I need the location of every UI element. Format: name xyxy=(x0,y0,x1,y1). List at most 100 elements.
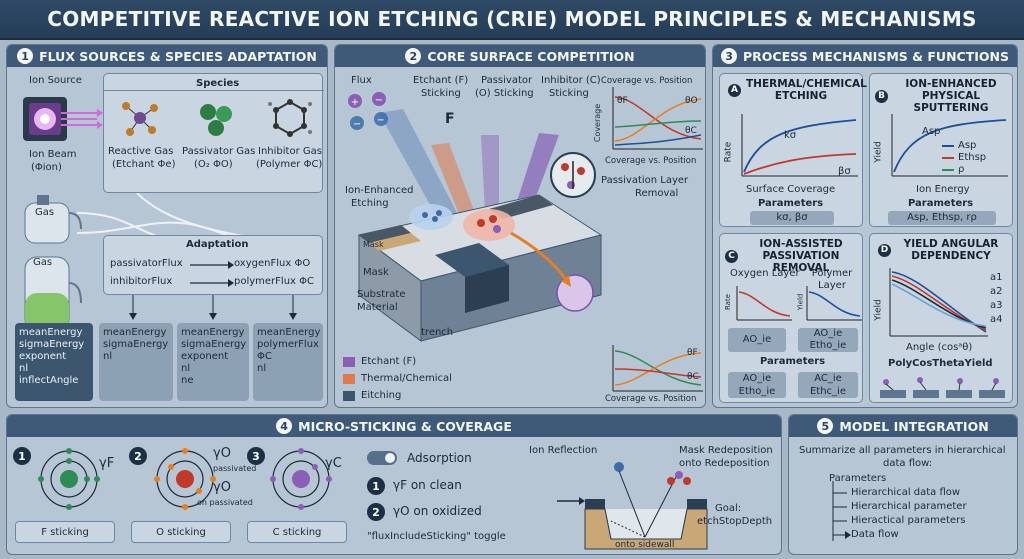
mechanism-b-legend-1: Asp xyxy=(958,140,977,151)
gas-cylinder-icon-1 xyxy=(24,195,82,244)
species-inhibitor-line2: (Polymer ΦC) xyxy=(256,159,323,170)
atom-1-caption-text: F sticking xyxy=(41,527,89,538)
summary-l1: Summarize all parameters in hierarchical xyxy=(799,445,1006,456)
mechanism-a-params: kσ, βσ xyxy=(750,211,834,225)
tree-root: Parameters xyxy=(829,473,887,484)
coverage-top-theta-o: θO xyxy=(685,96,698,106)
param-inhibitor-2: ΦC xyxy=(257,351,272,362)
atom-3-number: 3 xyxy=(247,447,265,465)
goal-l2: etchStopDepth xyxy=(697,516,773,527)
mechanism-d-legend-4: a4 xyxy=(990,314,1003,325)
mechanism-b-legend-line-3 xyxy=(942,169,954,171)
flux-particles-icon: + − − − xyxy=(348,92,388,130)
atom-3-caption: C sticking xyxy=(247,521,347,543)
mechanism-a: A THERMAL/CHEMICAL ETCHING Rate kσ βσ Su… xyxy=(719,73,867,227)
coverage-chart-top-plot xyxy=(612,87,703,150)
species-passivator-line1: Passivator Gas xyxy=(182,146,256,157)
param-passivator-2: exponent xyxy=(181,351,229,362)
goal-l1: Goal: xyxy=(715,503,742,514)
mechanism-a-plot xyxy=(741,114,858,177)
atom-1-gamma: γF xyxy=(99,456,115,471)
mechanism-d-legend-1: a1 xyxy=(990,272,1003,283)
adaptation-heading: Adaptation xyxy=(186,239,249,250)
mechanism-c-title-text: ION-ASSISTED PASSIVATION REMOVAL xyxy=(759,238,843,274)
species-reactive-line1: Reactive Gas xyxy=(108,146,174,157)
legend-eitching: Eitching xyxy=(361,390,402,401)
inhibitor-sticking-l1: Inhibitor (C) xyxy=(541,75,601,86)
coverage-chart-bottom-plot xyxy=(612,345,703,392)
adapt-from-2: inhibitorFlux xyxy=(110,276,173,287)
mask-label: Mask xyxy=(363,267,389,278)
param-set-ion: meanEnergy sigmaEnergy exponent nl infle… xyxy=(15,323,93,401)
adaptation-box: Adaptation passivatorFlux oxygenFlux ΦO … xyxy=(103,235,323,295)
mask-redep-l2: onto Redeposition xyxy=(679,458,770,469)
mechanism-a-curve2: βσ xyxy=(838,166,851,177)
tree-item-4: Data flow xyxy=(851,529,899,540)
panel-1-header: 1 FLUX SOURCES & SPECIES ADAPTATION xyxy=(7,45,327,67)
param-passivator-4: ne xyxy=(181,375,194,386)
panel-3-number: 3 xyxy=(721,48,738,64)
rule-1-number: 1 xyxy=(367,477,385,495)
param-set-etchant: meanEnergy sigmaEnergy nl xyxy=(99,323,173,401)
tree-item-2: Hierarchical parameter xyxy=(851,501,967,512)
legend-thermal: Thermal/Chemical xyxy=(361,373,452,384)
coverage-chart-top-xlabel: Coverage vs. Position xyxy=(605,156,697,166)
mechanism-c-p2: AO_ie Etho_ie xyxy=(798,328,858,352)
mechanism-a-title-text: THERMAL/CHEMICAL ETCHING xyxy=(746,78,867,102)
svg-text:−: − xyxy=(377,115,385,126)
mechanism-c-plot-1 xyxy=(736,286,792,321)
param-ion-2: exponent xyxy=(19,351,67,362)
etch-scene-diagram xyxy=(357,109,603,342)
legend-swatch-thermal xyxy=(343,374,355,384)
mechanism-d-title-text: YIELD ANGULAR DEPENDENCY xyxy=(903,238,999,262)
species-box: Species Reactive Gas (Etchant Φe) Passiv… xyxy=(103,73,324,193)
param-etchant-0: meanEnergy xyxy=(103,327,167,338)
mechanism-d-surfaces-icon xyxy=(880,377,1005,398)
trench-label: trench xyxy=(421,327,454,338)
passivator-sticking-l1: Passivator xyxy=(481,75,533,86)
param-down-arrows xyxy=(129,295,297,320)
adsorption-toggle[interactable] xyxy=(367,451,397,465)
param-set-inhibitor: meanEnergy polymerFlux ΦC nl xyxy=(253,323,323,401)
mechanism-b-legend-3: ρ xyxy=(958,164,965,175)
ion-beam-label: Ion Beam xyxy=(29,149,77,160)
panel-core-surface: 2 CORE SURFACE COMPETITION Flux + − − − … xyxy=(334,44,706,408)
svg-text:−: − xyxy=(353,119,361,130)
f-label: F xyxy=(445,111,455,127)
ion-reflection-label: Ion Reflection xyxy=(529,445,598,456)
panel-1-number: 1 xyxy=(17,48,34,64)
mechanism-a-letter: A xyxy=(728,83,741,97)
panel-2-number: 2 xyxy=(405,48,422,64)
coverage-chart-bottom: θF θC Coverage vs. Position xyxy=(599,345,703,407)
rule-2-text: γO on oxidized xyxy=(393,504,482,518)
trench-reflection-diagram xyxy=(557,462,708,550)
passivation-removal-l2: Removal xyxy=(635,188,679,199)
tree-connectors xyxy=(832,481,851,541)
legend-swatch-etchant xyxy=(343,357,355,367)
atom-1-number: 1 xyxy=(13,447,31,465)
mechanism-c-plot-2 xyxy=(806,286,862,321)
species-inhibitor-line1: Inhibitor Gas xyxy=(258,146,322,157)
inhibitor-sticking-l2: Sticking xyxy=(549,88,589,99)
scene-legend: Etchant (F) Thermal/Chemical Eitching xyxy=(343,355,483,405)
coverage-bottom-theta-f: θF xyxy=(687,348,698,358)
gas-cylinder-icon-2 xyxy=(24,256,82,332)
sidewall-label: onto sidewall xyxy=(615,540,675,550)
panel-5-header: 5 MODEL INTEGRATION xyxy=(789,415,1017,437)
panel-5-heading: MODEL INTEGRATION xyxy=(839,418,989,434)
mechanism-b-title: B ION-ENHANCED PHYSICAL SPUTTERING xyxy=(874,78,1010,114)
atom-2-number: 2 xyxy=(129,447,147,465)
mechanism-d-legend-2: a2 xyxy=(990,286,1003,297)
passivator-sticking-l2: (O) Sticking xyxy=(475,88,534,99)
mask-redep-l1: Mask Redeposition xyxy=(679,445,773,456)
c-atom-icon xyxy=(270,448,332,510)
adapt-to-1: oxygenFlux ΦO xyxy=(234,258,311,269)
tree-item-1: Hierarchical data flow xyxy=(851,487,961,498)
gas-label-1: Gas xyxy=(35,207,55,218)
tree-item-3: Hieractical parameters xyxy=(851,515,966,526)
param-ion-0: meanEnergy xyxy=(19,327,83,338)
panel-5-number: 5 xyxy=(817,418,834,434)
param-ion-3: nl xyxy=(19,363,29,374)
panel-process-mechanisms: 3 PROCESS MECHANISMS & FUNCTIONS A THERM… xyxy=(712,44,1018,408)
adapt-from-1: passivatorFlux xyxy=(110,258,183,269)
